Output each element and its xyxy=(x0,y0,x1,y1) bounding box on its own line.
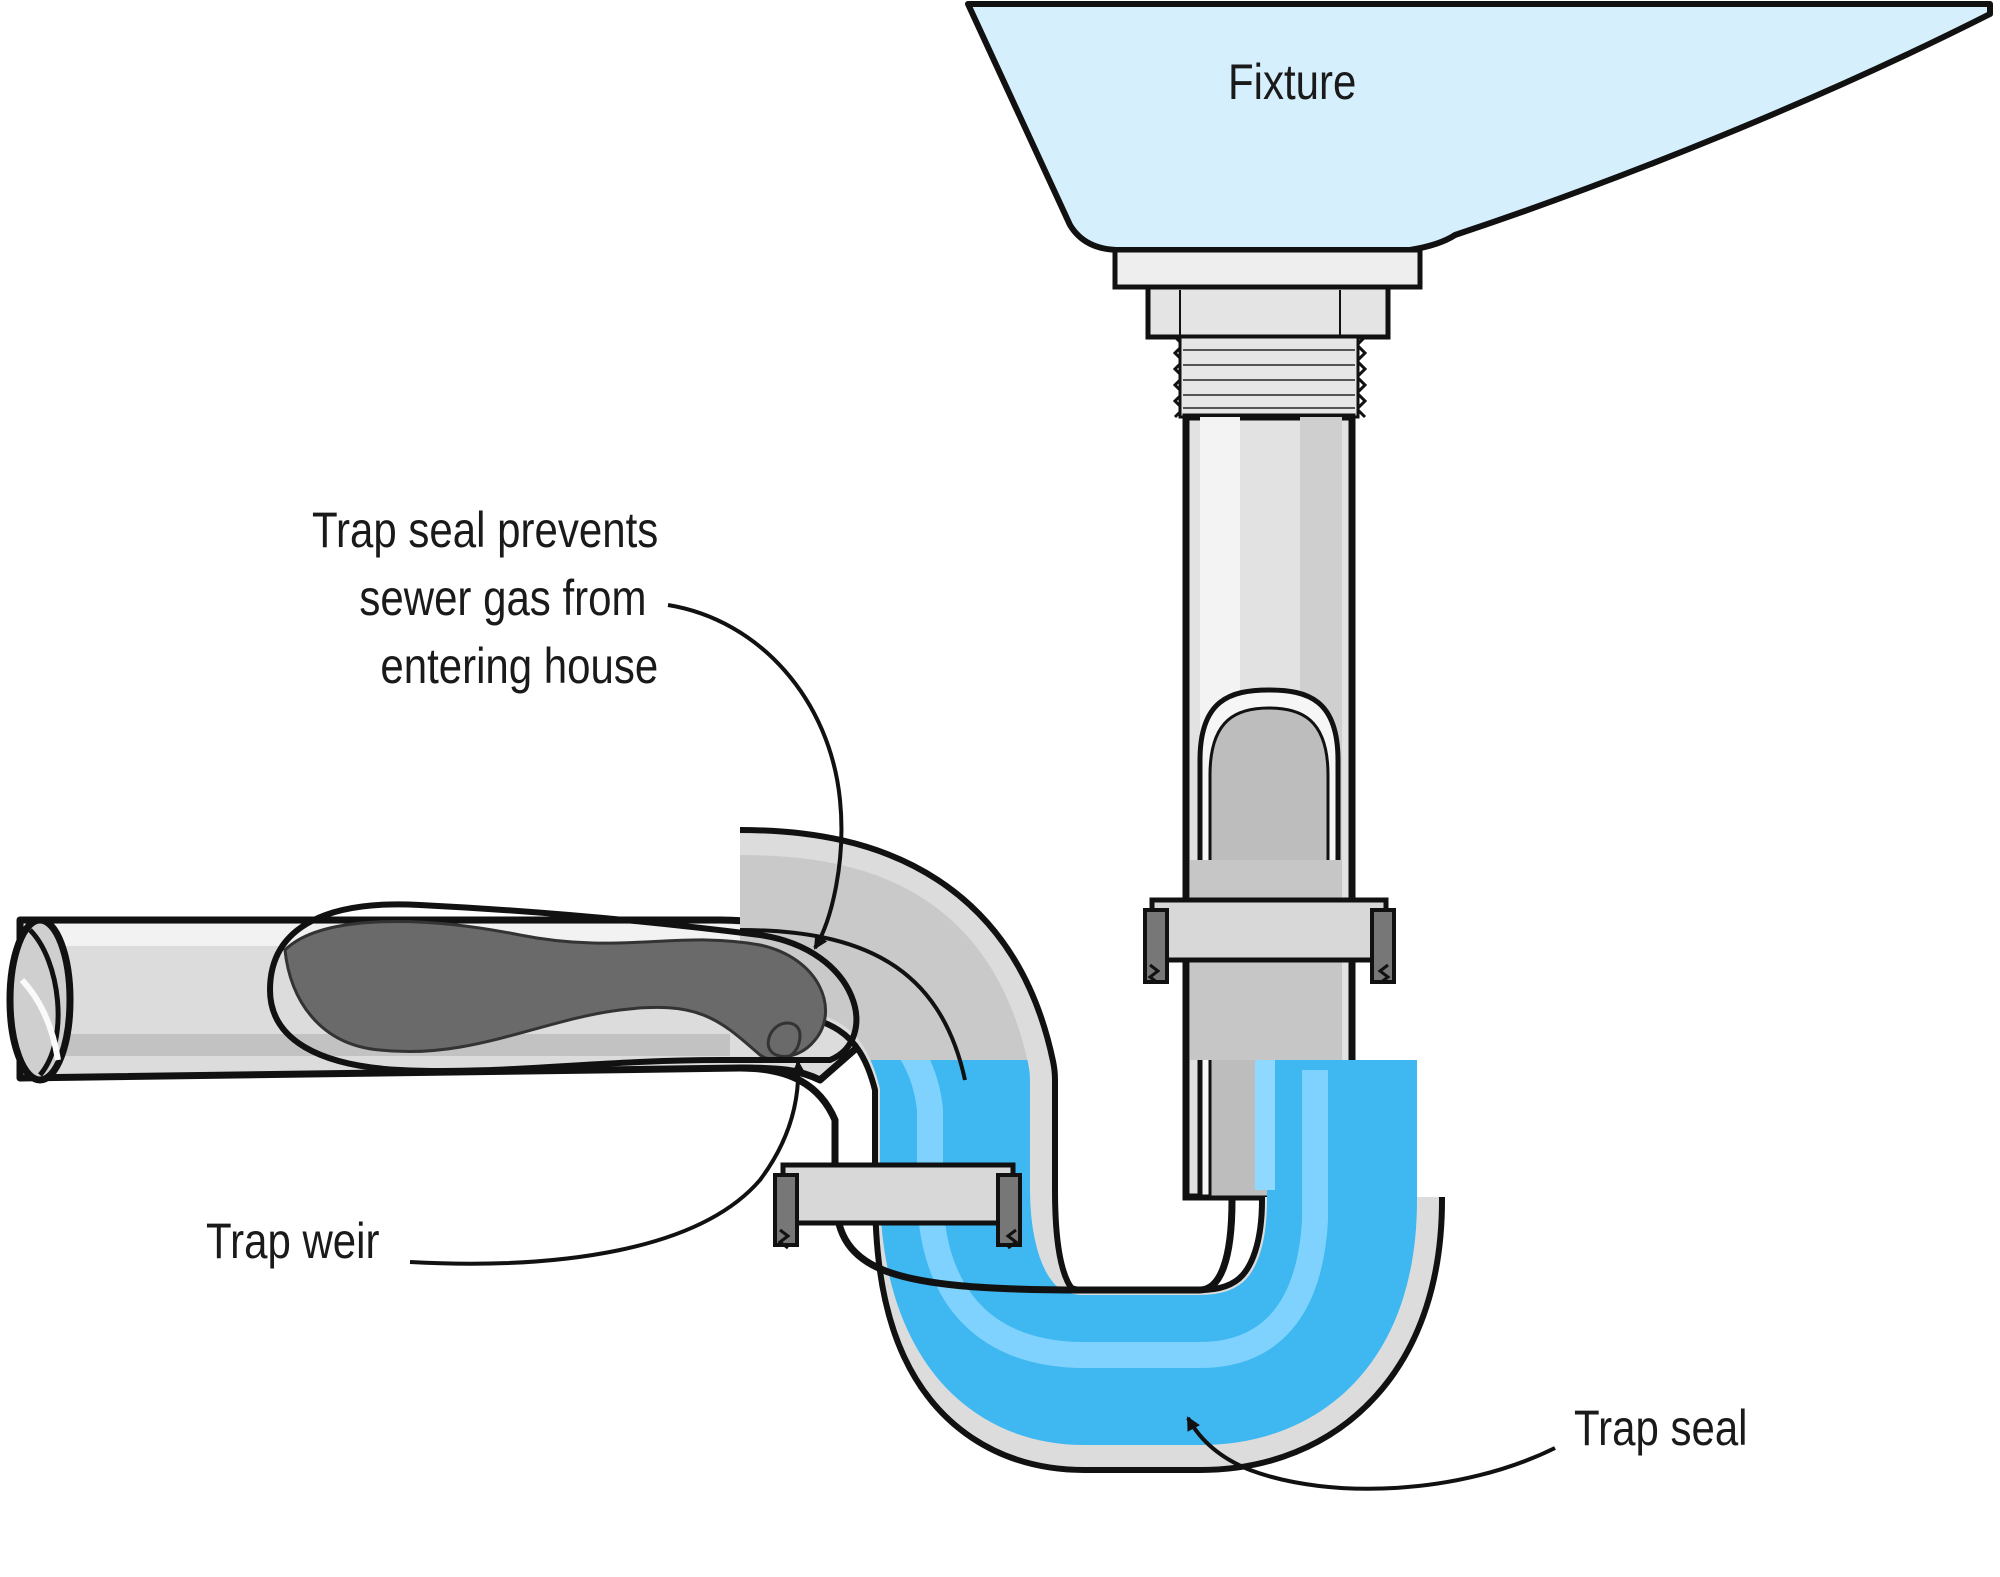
trap-seal-label: Trap seal xyxy=(1574,1400,1748,1456)
leader-trap-seal-note xyxy=(667,603,844,950)
drain-flange xyxy=(1112,247,1423,419)
trap-seal-note-line-3: entering house xyxy=(380,638,658,694)
trap-water xyxy=(870,1060,1417,1445)
leader-trap-seal xyxy=(1186,1416,1556,1491)
fixture-label: Fixture xyxy=(1228,54,1357,110)
trap-seal-note-label: Trap seal prevents sewer gas from enteri… xyxy=(312,496,658,700)
trap-seal-note-line-2: sewer gas from xyxy=(359,570,647,626)
trap-seal-note-line-1: Trap seal prevents xyxy=(311,502,658,558)
fixture-basin xyxy=(965,1,1993,253)
slip-nut-left xyxy=(773,1162,1022,1250)
slip-nut-right xyxy=(1143,897,1396,985)
leader-trap-weir xyxy=(409,1060,806,1266)
trap-weir-label: Trap weir xyxy=(206,1213,380,1269)
trap-inner-wall xyxy=(739,928,1236,1294)
sewer-gas xyxy=(266,901,860,1074)
